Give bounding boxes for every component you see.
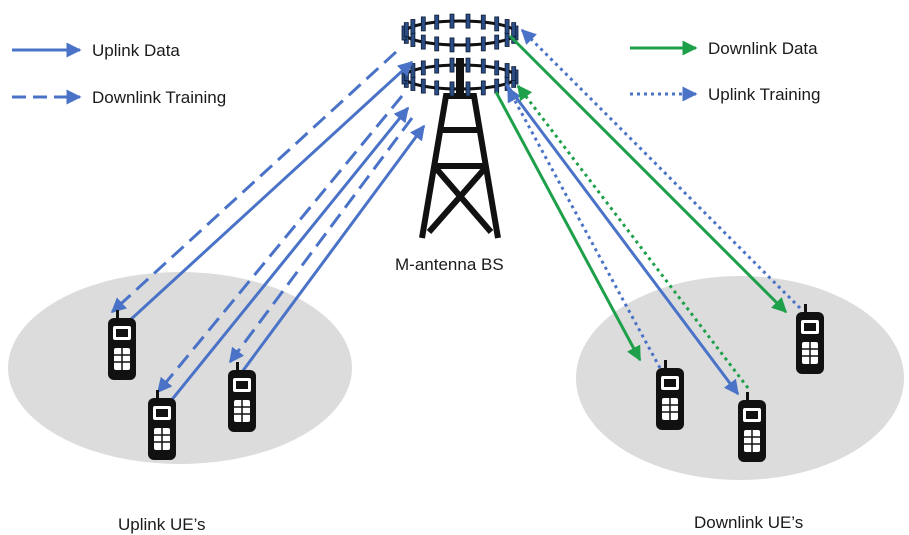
antenna-element-icon xyxy=(449,13,455,29)
base-station-tower-icon xyxy=(401,13,519,239)
antenna-element-icon xyxy=(465,57,471,73)
legend-uplink-data-label: Uplink Data xyxy=(92,41,180,60)
uplink-ue-group-label: Uplink UE’s xyxy=(118,515,206,534)
downlink-data-arrow-3 xyxy=(504,83,740,396)
antenna-element-icon xyxy=(494,16,500,32)
antenna-element-icon xyxy=(420,34,426,50)
downlink-links xyxy=(494,28,802,396)
antenna-element-icon xyxy=(434,36,440,52)
antenna-element-icon xyxy=(480,36,486,52)
antenna-element-icon xyxy=(449,81,455,97)
downlink-ue-phone-2-icon xyxy=(738,392,766,462)
downlink-ue-group-label: Downlink UE’s xyxy=(694,513,803,532)
antenna-element-icon xyxy=(403,22,409,38)
antenna-element-icon xyxy=(449,57,455,73)
base-station-label: M-antenna BS xyxy=(395,255,504,274)
uplink-training-arrow-1 xyxy=(110,50,398,314)
antenna-element-icon xyxy=(504,63,510,78)
antenna-element-icon xyxy=(465,81,471,97)
antenna-element-icon xyxy=(494,34,500,50)
antenna-element-icon xyxy=(420,16,426,32)
antenna-element-icon xyxy=(434,58,440,74)
antenna-array-upper-icon xyxy=(401,13,519,53)
user-equipment xyxy=(108,304,824,462)
antenna-element-icon xyxy=(410,19,416,34)
uplink-cell-area xyxy=(8,272,352,464)
antenna-element-icon xyxy=(434,80,440,96)
uplink-ue-phone-1-icon xyxy=(108,310,136,380)
uplink-data-arrow-2 xyxy=(168,106,410,403)
legend: Uplink Data Downlink Training Downlink D… xyxy=(12,39,820,107)
antenna-element-icon xyxy=(420,78,426,94)
antenna-element-icon xyxy=(511,22,517,38)
antenna-element-icon xyxy=(494,78,500,94)
antenna-element-icon xyxy=(480,58,486,74)
legend-downlink-data-label: Downlink Data xyxy=(708,39,818,58)
antenna-element-icon xyxy=(420,60,426,76)
legend-uplink-training-label: Uplink Training xyxy=(708,85,820,104)
antenna-element-icon xyxy=(504,19,510,34)
uplink-links xyxy=(110,50,426,403)
antenna-element-icon xyxy=(511,66,517,81)
downlink-ue-phone-3-icon xyxy=(796,304,824,374)
downlink-data-arrow-2 xyxy=(494,91,642,362)
antenna-element-icon xyxy=(494,60,500,76)
uplink-data-arrow-1 xyxy=(126,60,414,324)
antenna-element-icon xyxy=(465,13,471,29)
uplink-ue-phone-2-icon xyxy=(148,390,176,460)
downlink-uplink-training-arrow-3 xyxy=(516,84,750,389)
antenna-element-icon xyxy=(410,32,416,47)
legend-downlink-training-label: Downlink Training xyxy=(92,88,226,107)
antenna-element-icon xyxy=(480,14,486,30)
antenna-element-icon xyxy=(480,80,486,96)
antenna-element-icon xyxy=(410,76,416,91)
antenna-element-icon xyxy=(504,32,510,47)
downlink-ue-phone-1-icon xyxy=(656,360,684,430)
downlink-uplink-training-arrow-1 xyxy=(520,28,802,310)
antenna-element-icon xyxy=(465,37,471,53)
uplink-training-arrow-2 xyxy=(156,95,404,394)
antenna-element-icon xyxy=(434,14,440,30)
uplink-ue-phone-3-icon xyxy=(228,362,256,432)
uplink-data-arrow-3 xyxy=(240,124,426,373)
antenna-element-icon xyxy=(449,37,455,53)
uplink-training-arrow-3 xyxy=(228,117,414,364)
antenna-element-icon xyxy=(410,63,416,78)
downlink-data-arrow-1 xyxy=(508,34,788,314)
